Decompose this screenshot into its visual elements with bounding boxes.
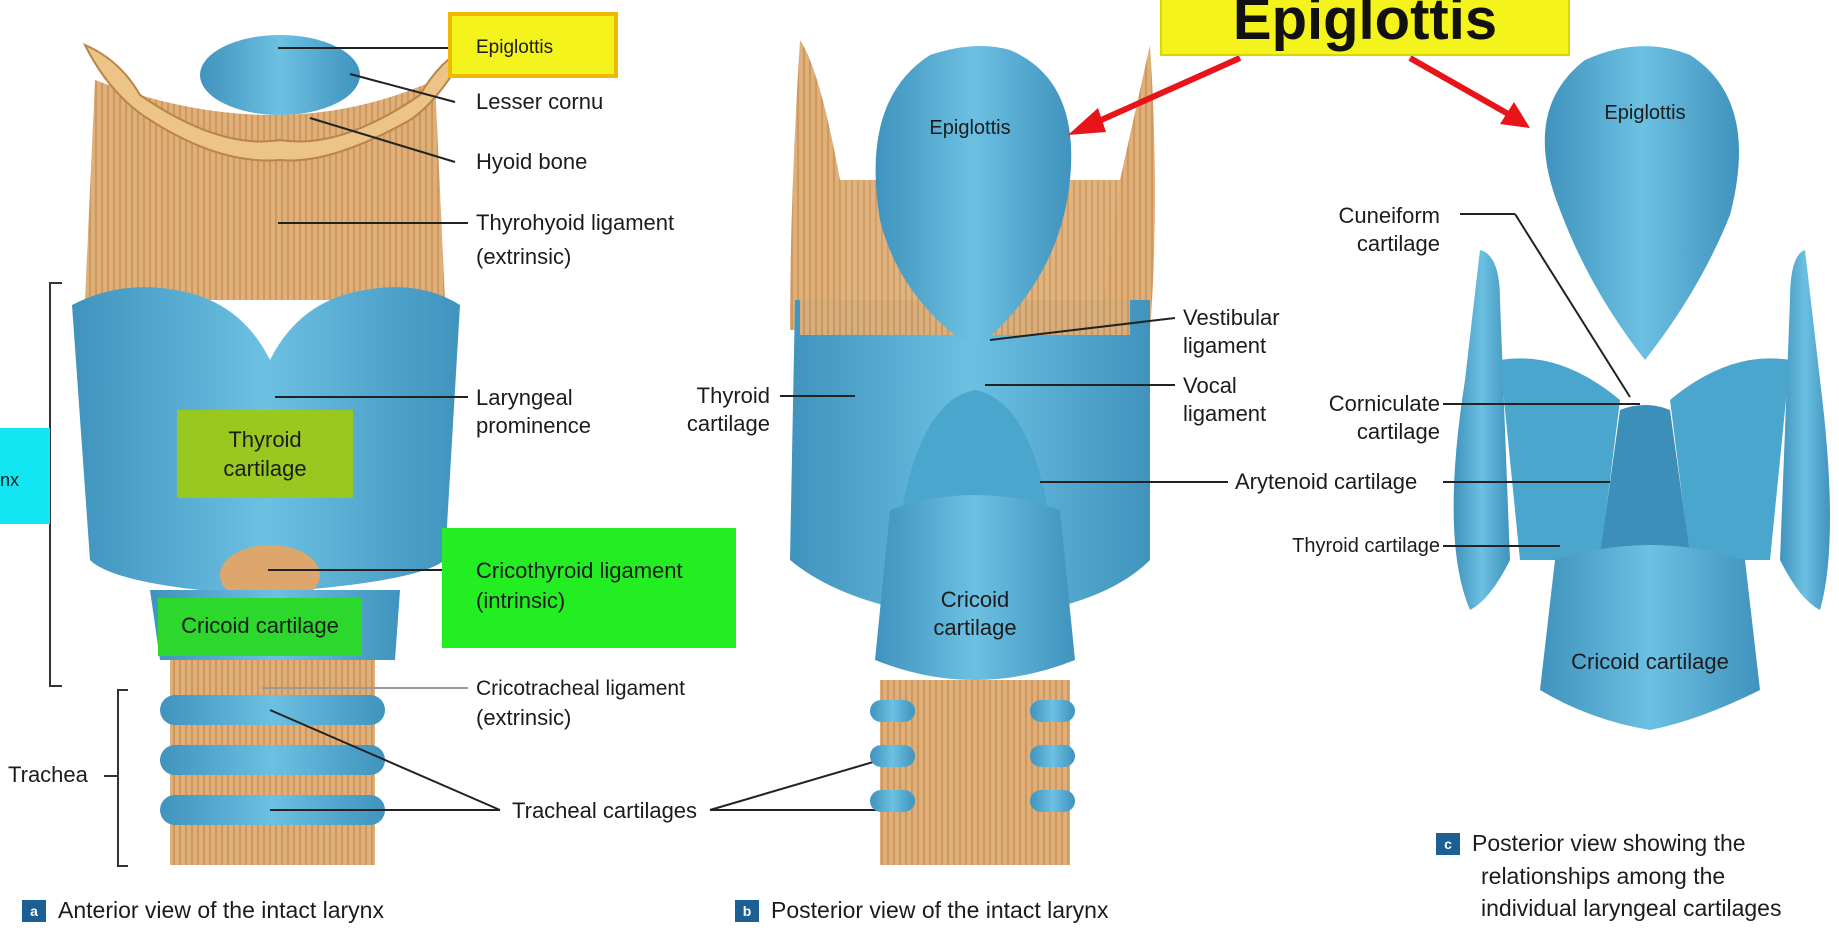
label-b-epiglottis: Epiglottis <box>890 114 1050 142</box>
label-a-tracheal-cartilages: Tracheal cartilages <box>512 797 697 825</box>
panel-letter-c: c <box>1436 833 1460 855</box>
label-a-hyoid-bone: Hyoid bone <box>476 148 587 176</box>
caption-c-line1: Posterior view showing the <box>1472 830 1746 856</box>
label-c-epiglottis: Epiglottis <box>1570 99 1720 127</box>
label-a-lesser-cornu: Lesser cornu <box>476 88 603 116</box>
label-b-vestibular-line1: Vestibular <box>1183 304 1280 332</box>
label-a-cricothyroid-line1: Cricothyroid ligament <box>476 557 683 585</box>
caption-c: c Posterior view showing the <box>1436 828 1746 859</box>
label-a-laryngeal-line1: Laryngeal <box>476 384 573 412</box>
label-b-vocal-line2: ligament <box>1183 400 1266 428</box>
label-a-thyrohyoid-line1: Thyrohyoid ligament <box>476 209 674 237</box>
label-b-cricoid-line2: cartilage <box>900 614 1050 642</box>
label-c-thyroid: Thyroid cartilage <box>1230 532 1440 560</box>
label-a-epiglottis: Epiglottis <box>476 34 553 62</box>
page-title: Epiglottis <box>1160 0 1570 56</box>
label-c-cricoid: Cricoid cartilage <box>1548 648 1752 676</box>
caption-c-line3: individual laryngeal cartilages <box>1481 895 1781 921</box>
label-c-cuneiform-line2: cartilage <box>1280 230 1440 258</box>
label-c-corniculate-line2: cartilage <box>1280 418 1440 446</box>
label-a-cricotracheal-line1: Cricotracheal ligament <box>476 675 685 703</box>
label-b-cricoid-line1: Cricoid <box>900 586 1050 614</box>
label-a-cricotracheal-line2: (extrinsic) <box>476 704 571 732</box>
label-b-thyroid-line1: Thyroid <box>640 382 770 410</box>
panel-letter-b: b <box>735 900 759 922</box>
thyroid-cartilage-highlight-box <box>177 410 353 498</box>
panel-b-art <box>780 40 1530 865</box>
label-b-arytenoid: Arytenoid cartilage <box>1235 468 1417 496</box>
label-a-thyroid-line1: Thyroid <box>177 426 353 454</box>
label-a-thyrohyoid-line2: (extrinsic) <box>476 243 571 271</box>
panel-a-art <box>32 35 880 866</box>
label-b-thyroid-line2: cartilage <box>640 410 770 438</box>
caption-a-text: Anterior view of the intact larynx <box>58 897 384 923</box>
label-a-cricoid: Cricoid cartilage <box>158 612 362 640</box>
label-a-trachea: Trachea <box>8 761 88 789</box>
panel-letter-a: a <box>22 900 46 922</box>
caption-c-line3-wrap: individual laryngeal cartilages <box>1481 893 1781 924</box>
label-a-cricothyroid-line2: (intrinsic) <box>476 587 565 615</box>
label-b-vocal-line1: Vocal <box>1183 372 1237 400</box>
label-b-vestibular-line2: ligament <box>1183 332 1266 360</box>
caption-b-text: Posterior view of the intact larynx <box>771 897 1108 923</box>
caption-b: b Posterior view of the intact larynx <box>735 895 1108 926</box>
label-c-corniculate-line1: Corniculate <box>1280 390 1440 418</box>
label-a-thyroid-line2: cartilage <box>177 455 353 483</box>
label-a-laryngeal-line2: prominence <box>476 412 591 440</box>
caption-a: a Anterior view of the intact larynx <box>22 895 384 926</box>
caption-c-line2-wrap: relationships among the <box>1481 861 1725 892</box>
label-a-larynx-partial: nx <box>0 466 19 494</box>
label-c-cuneiform-line1: Cuneiform <box>1280 202 1440 230</box>
caption-c-line2: relationships among the <box>1481 863 1725 889</box>
panel-c-art <box>1443 46 1830 730</box>
